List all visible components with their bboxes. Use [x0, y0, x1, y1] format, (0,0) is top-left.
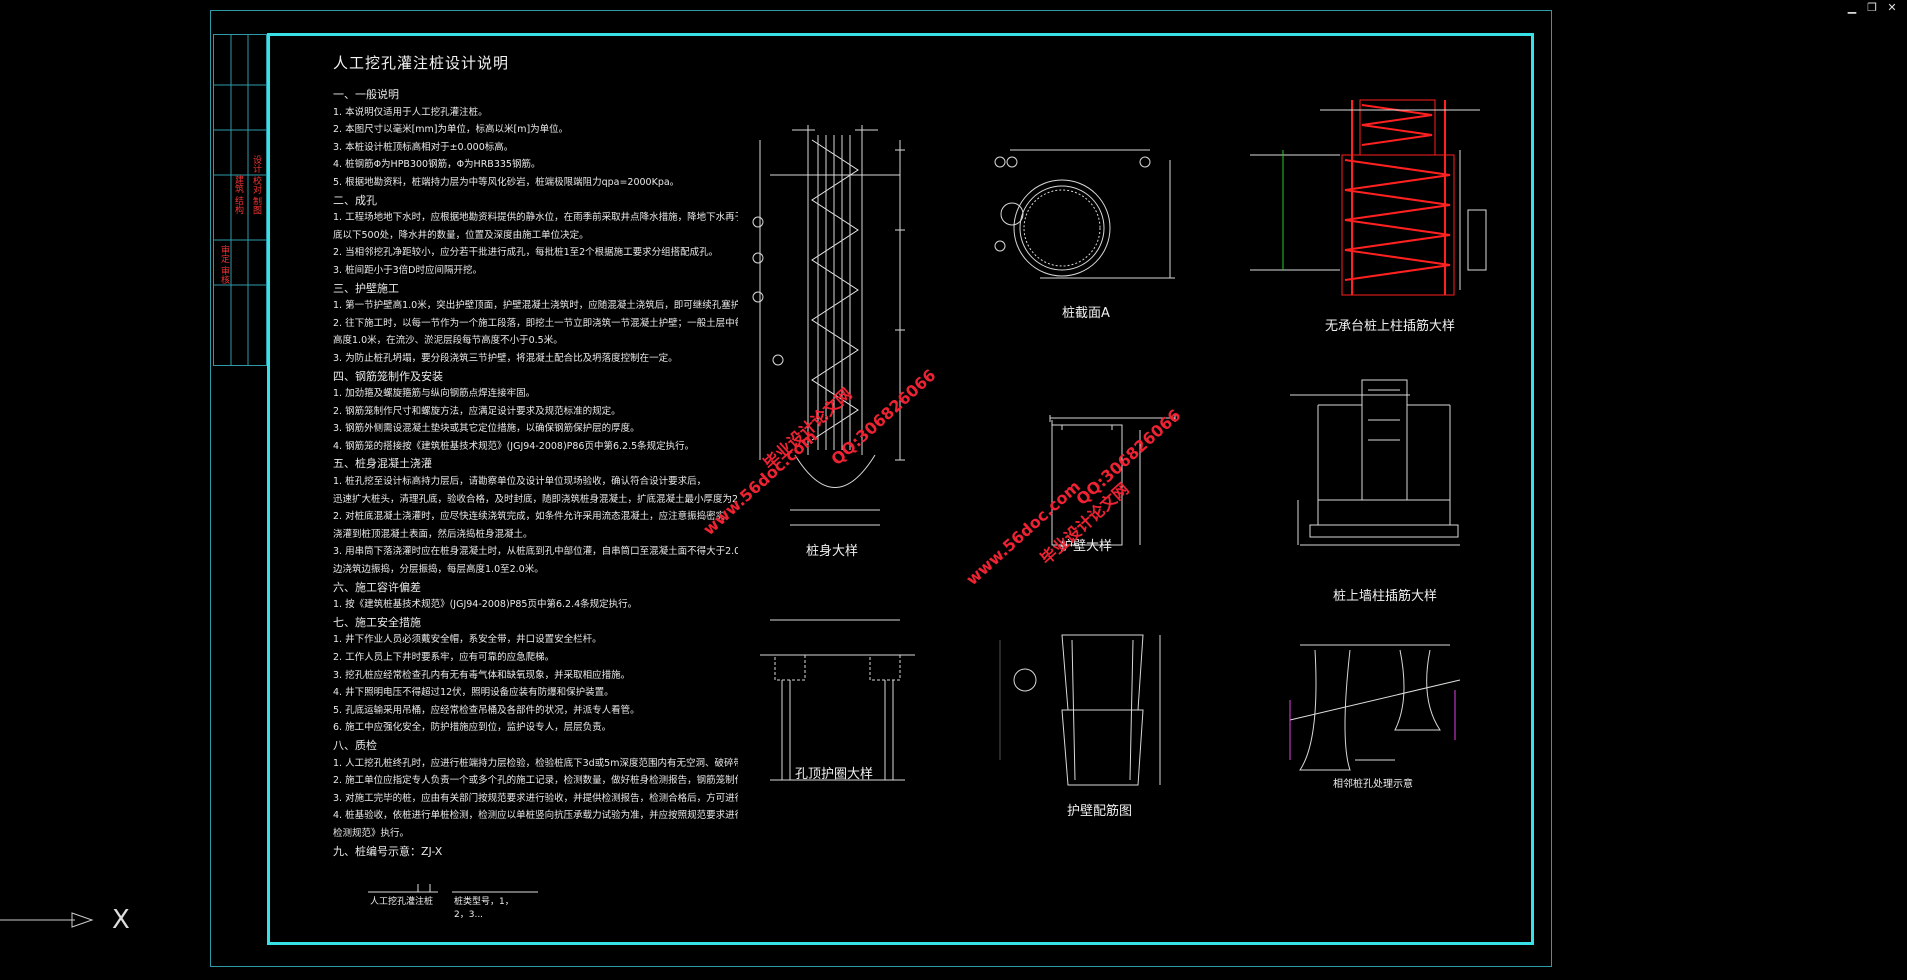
caption-wall-detail: 护壁大样 [1060, 539, 1113, 554]
notes-line: 1. 工程场地地下水时，应根据地勘资料提供的静水位，在雨季前采取井点降水措施，降… [333, 212, 738, 224]
minimize-button[interactable]: ▁ [1847, 1, 1857, 14]
no-cap-rebar-detail [1250, 99, 1487, 296]
notes-line: 3. 钢筋外侧需设混凝土垫块或其它定位措施，以确保钢筋保护层的厚度。 [333, 423, 640, 435]
caption-section-a: 桩截面A [1062, 306, 1110, 321]
caption-hole-top: 孔顶护圈大样 [795, 767, 874, 782]
wall-rebar-detail [999, 634, 1161, 786]
notes-heading: 六、施工容许偏差 [333, 580, 421, 594]
notes-line: 4. 井下照明电压不得超过12伏，照明设备应装有防爆和保护装置。 [333, 687, 614, 699]
notes-heading: 八、质检 [333, 738, 377, 752]
pile-code-label: 桩类型号，1，2，3... [454, 897, 514, 920]
notes-line: 1. 第一节护壁高1.0米，突出护壁顶面，护壁混凝土浇筑时，应随混凝土浇筑后，即… [333, 300, 738, 312]
pile-code-label: 人工挖孔灌注桩 [370, 897, 434, 907]
notes-line: 2. 本图尺寸以毫米[mm]为单位，标高以米[m]为单位。 [333, 124, 569, 136]
notes-heading: 五、桩身混凝土浇灌 [333, 457, 432, 471]
notes-line: 高度1.0米，在流沙、淤泥层段每节高度不小于0.5米。 [333, 335, 563, 347]
notes-line: 3. 本桩设计桩顶标高相对于±0.000标高。 [333, 141, 514, 153]
window-controls: ▁ ❐ ✕ [1845, 2, 1899, 14]
notes-line: 3. 对施工完毕的桩，应由有关部门按规范要求进行验收，并提供检测报告，检测合格后… [333, 792, 738, 804]
wall-detail [1049, 415, 1176, 546]
notes-heading: 九、桩编号示意：ZJ-X [333, 844, 443, 858]
notes-line: 2. 往下施工时，以每一节作为一个施工段落，即挖土一节立即浇筑一节混凝土护壁；一… [333, 317, 738, 329]
notes-line: 迅速扩大桩头，清理孔底，验收合格，及时封底，随即浇筑桩身混凝土，扩底混凝土最小厚… [333, 493, 738, 505]
caption-pile-body: 桩身大样 [806, 544, 859, 559]
notes-line: 2. 对桩底混凝土浇灌时，应尽快连续浇筑完成，如条件允许采用流态混凝土，应注意振… [333, 511, 735, 523]
notes-line: 1. 本说明仅适用于人工挖孔灌注桩。 [333, 106, 488, 118]
section-a-detail [994, 149, 1175, 279]
notes-heading: 七、施工安全措施 [333, 615, 421, 629]
notes-line: 2. 钢筋笼制作尺寸和螺旋方法，应满足设计要求及规范标准的规定。 [333, 405, 621, 417]
cursor-crosshair [0, 912, 94, 928]
title-block-cell: 审定 审核 [219, 245, 229, 284]
notes-line: 4. 钢筋笼的搭接按《建筑桩基技术规范》(JGJ94-2008)P86页中第6.… [333, 440, 695, 452]
pile-body-detail [752, 125, 905, 526]
adjacent-pile-detail [1289, 644, 1461, 771]
title-block-cell: 建筑 结构 [233, 175, 243, 214]
caption-wall-rebar: 护壁配筋图 [1067, 804, 1133, 819]
notes-line: 3. 用串筒下落浇灌时应在桩身混凝土时，从桩底到孔中部位灌，自串筒口至混凝土面不… [333, 546, 738, 558]
notes-line: 浇灌到桩顶混凝土表面，然后浇捣桩身混凝土。 [333, 528, 533, 540]
pile-code-diagram: 人工挖孔灌注桩 桩类型号，1，2，3... [368, 884, 538, 920]
title-block: 建筑 结构 审定 审核 设计 校对 制图 [213, 34, 267, 366]
drawing-inner-border [267, 33, 1534, 945]
caption-cap-rebar: 无承台桩上柱插筋大样 [1325, 319, 1456, 334]
notes-heading: 四、钢筋笼制作及安装 [333, 369, 443, 383]
wall-on-pile-detail [1290, 379, 1460, 546]
drawing-outer-border [210, 10, 1552, 967]
notes-line: 3. 桩间距小于3倍D时应间隔开挖。 [333, 264, 482, 276]
caption-adjacent: 相邻桩孔处理示意 [1333, 779, 1413, 790]
notes-line: 4. 桩钢筋Φ为HPB300钢筋，Φ为HRB335钢筋。 [333, 159, 541, 171]
notes-line: 2. 工作人员上下井时要系牢，应有可靠的应急爬梯。 [333, 652, 555, 663]
notes-line: 3. 为防止桩孔坍塌，要分段浇筑三节护壁，将混凝土配合比及坍落度控制在一定。 [333, 352, 678, 364]
notes-heading: 三、护壁施工 [333, 281, 399, 295]
notes-line: 1. 桩孔挖至设计标高持力层后，请勘察单位及设计单位现场验收，确认符合设计要求后… [333, 476, 707, 488]
title-block-cell: 设计 校对 制图 [251, 155, 261, 215]
notes-heading: 二、成孔 [333, 193, 377, 207]
hole-top-detail [760, 619, 915, 781]
design-notes: 一、一般说明 1. 本说明仅适用于人工挖孔灌注桩。 2. 本图尺寸以毫米[mm]为单… [333, 86, 738, 860]
notes-line: 底以下500处，降水井的数量，位置及深度由施工单位决定。 [333, 229, 589, 241]
caption-wall-on-pile: 桩上墙柱插筋大样 [1333, 589, 1438, 604]
notes-line: 6. 施工中应强化安全，防护措施应到位，监护设专人，层层负责。 [333, 722, 612, 734]
document-title: 人工挖孔灌注桩设计说明 [333, 54, 510, 72]
notes-line: 5. 孔底运输采用吊桶，应经常检查吊桶及各部件的状况，并派专人看管。 [333, 704, 640, 716]
notes-line: 5. 根据地勘资料，桩端持力层为中等风化砂岩，桩端极限端阻力qpa=2000Kp… [333, 176, 680, 188]
close-button[interactable]: ✕ [1887, 1, 1897, 14]
notes-line: 2. 当相邻挖孔净距较小，应分若干批进行成孔，每批桩1至2个根据施工要求分组搭配… [333, 247, 719, 259]
notes-line: 4. 桩基验收，依桩进行单桩检测，检测应以单桩竖向抗压承载力试验为准，并应按照规… [333, 810, 738, 822]
notes-line: 1. 按《建筑桩基技术规范》(JGJ94-2008)P85页中第6.2.4条规定… [333, 599, 638, 611]
notes-line: 3. 挖孔桩应经常检查孔内有无有毒气体和缺氧现象，并采取相应措施。 [333, 669, 631, 681]
axis-x-label: X [112, 905, 130, 935]
notes-line: 1. 人工挖孔桩终孔时，应进行桩端持力层检验，检验桩底下3d或5m深度范围内有无… [333, 757, 738, 769]
notes-heading: 一、一般说明 [333, 88, 399, 101]
notes-line: 边浇筑边振捣，分层振捣，每层高度1.0至2.0米。 [333, 564, 544, 576]
restore-button[interactable]: ❐ [1867, 1, 1877, 14]
notes-line: 2. 施工单位应指定专人负责一个或多个孔的施工记录，检测数量，做好桩身检测报告，… [333, 775, 738, 787]
notes-line: 1. 加劲箍及螺旋箍筋与纵向钢筋点焊连接牢固。 [333, 388, 536, 400]
notes-line: 1. 井下作业人员必须戴安全帽，系安全带，井口设置安全栏杆。 [333, 634, 602, 646]
notes-line: 检测规范》执行。 [333, 827, 410, 839]
title-block-grid [214, 35, 266, 365]
